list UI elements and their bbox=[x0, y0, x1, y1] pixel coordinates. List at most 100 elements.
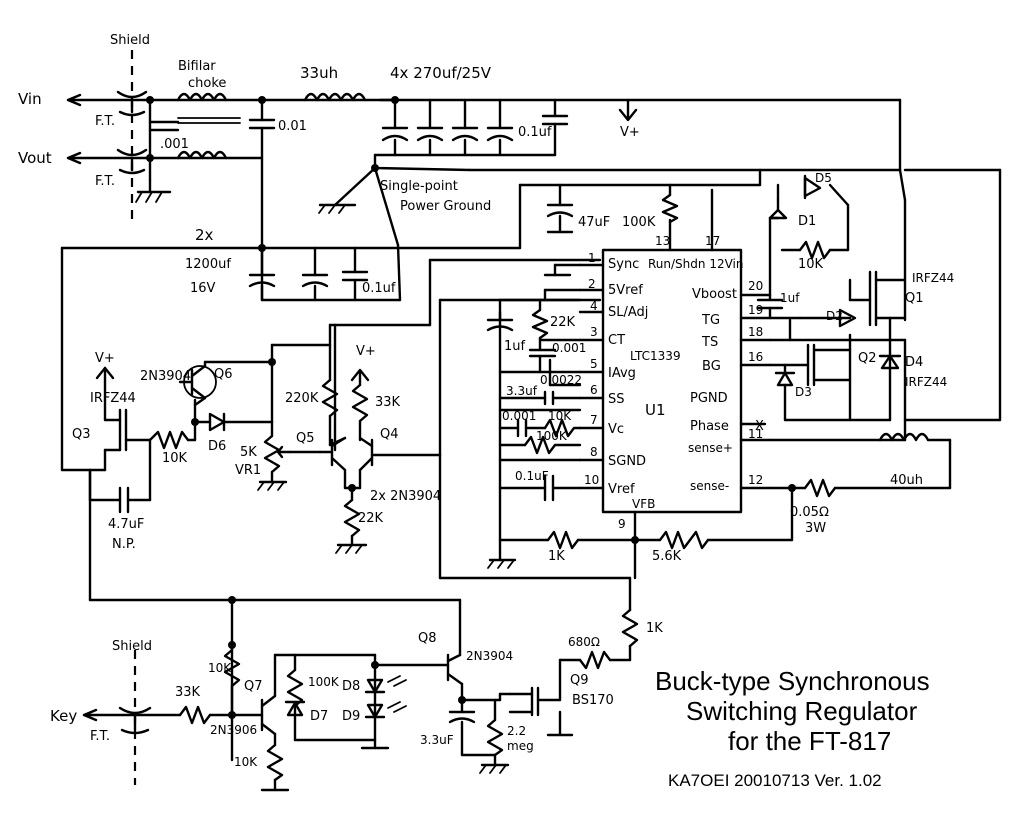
label-16v: 16V bbox=[190, 281, 216, 296]
label-r2.2-meg: meg bbox=[507, 739, 534, 753]
label-r10k-q7e: 10K bbox=[234, 755, 258, 769]
label-r22k-tail: 22K bbox=[358, 511, 384, 526]
label-q1: Q1 bbox=[905, 291, 924, 306]
vr1-potentiometer bbox=[257, 420, 322, 491]
sense-resistor bbox=[768, 478, 952, 498]
label-q8: Q8 bbox=[418, 631, 437, 646]
label-key: Key bbox=[50, 707, 77, 725]
label-r33k-key: 33K bbox=[175, 685, 201, 700]
r22k-tail-resistor bbox=[335, 486, 368, 554]
junction-dot bbox=[391, 96, 399, 104]
label-r33k-q4: 33K bbox=[375, 395, 401, 410]
vplus-arrow-q3 bbox=[95, 366, 115, 380]
label-pin12: 12 bbox=[748, 473, 763, 487]
label-d5: D5 bbox=[815, 171, 832, 185]
label-q6: Q6 bbox=[214, 367, 233, 382]
label-ic-5vref: 5Vref bbox=[608, 283, 643, 298]
label-r5.6k: 5.6K bbox=[652, 549, 682, 564]
label-r100k-vc: 100K bbox=[536, 429, 568, 443]
label-q7: Q7 bbox=[244, 679, 263, 694]
label-ic-sensem: sense- bbox=[690, 479, 729, 493]
label-ic-pgnd: PGND bbox=[690, 391, 728, 406]
label-cap-0.1uf-top: 0.1uf bbox=[518, 125, 552, 140]
label-bifilar: Bifilar bbox=[178, 59, 216, 74]
label-ft3: F.T. bbox=[90, 729, 110, 744]
label-rsense-ohms: 0.05Ω bbox=[790, 505, 829, 520]
ground-symbol bbox=[135, 178, 172, 203]
label-ic-sync: Sync bbox=[608, 257, 639, 272]
label-r100k: 100K bbox=[622, 215, 656, 230]
label-cap-3.3uf: 3.3uf bbox=[506, 384, 538, 398]
label-d6: D6 bbox=[208, 439, 226, 454]
footer-version: KA7OEI 20010713 Ver. 1.02 bbox=[668, 771, 882, 790]
label-cap-3.3uf-key: 3.3uF bbox=[420, 733, 454, 747]
label-r220k: 220K bbox=[285, 391, 319, 406]
label-inductor-40uh: 40uh bbox=[890, 473, 923, 488]
resistor-10k-q3 bbox=[148, 430, 190, 450]
label-ic-part: LTC1339 bbox=[630, 349, 681, 363]
label-ic-run: Run/Shdn 12Vin bbox=[648, 257, 743, 271]
label-caps-270uf: 4x 270uf/25V bbox=[390, 64, 492, 82]
label-pin4: 4 bbox=[590, 299, 598, 313]
label-single-point: Single-point bbox=[380, 179, 458, 194]
junction-dot bbox=[268, 358, 276, 366]
wire bbox=[396, 243, 402, 302]
pin1-ground bbox=[543, 263, 582, 277]
label-ic-iavg: IAvg bbox=[608, 366, 636, 381]
capacitor-47uf bbox=[546, 183, 574, 234]
label-2x: 2x bbox=[195, 226, 214, 244]
label-shield-top: Shield bbox=[110, 33, 150, 48]
label-cap-0.1uf-vref: 0.1uF bbox=[515, 469, 549, 483]
key-timing-network bbox=[448, 698, 510, 774]
label-ic-name: U1 bbox=[645, 401, 666, 419]
label-q4: Q4 bbox=[380, 427, 399, 442]
label-cap-0.1uf-mid: 0.1uf bbox=[362, 281, 396, 296]
label-q5: Q5 bbox=[296, 431, 315, 446]
label-pair-type: 2x 2N3904 bbox=[370, 489, 441, 504]
title-line2: Switching Regulator bbox=[686, 696, 918, 726]
label-pin6: 6 bbox=[590, 383, 598, 397]
label-vin: Vin bbox=[18, 90, 42, 108]
label-vr1: VR1 bbox=[235, 463, 261, 478]
label-pin16: 16 bbox=[748, 350, 763, 364]
label-pin18: 18 bbox=[748, 325, 763, 339]
label-pin13: 13 bbox=[655, 234, 670, 248]
label-d1: D1 bbox=[798, 214, 816, 229]
label-ft1: F.T. bbox=[95, 114, 115, 129]
q6-transistor bbox=[178, 360, 274, 407]
bifilar-choke bbox=[148, 92, 264, 182]
label-ic-sensep: sense+ bbox=[688, 441, 733, 455]
label-ic-ts: TS bbox=[701, 335, 718, 350]
label-ft2: F.T. bbox=[95, 174, 115, 189]
label-r1k-q9: 1K bbox=[646, 621, 663, 636]
r100k-pin13 bbox=[661, 183, 679, 224]
label-d8: D8 bbox=[342, 679, 360, 694]
label-cap-1200uf: 1200uf bbox=[185, 257, 231, 272]
q7-transistor bbox=[223, 648, 377, 792]
label-pin8: 8 bbox=[590, 445, 598, 459]
label-d9: D9 bbox=[342, 709, 360, 724]
label-pin20: 20 bbox=[748, 279, 763, 293]
capacitor-bank-1200uf bbox=[60, 246, 402, 302]
label-pin1: 1 bbox=[588, 251, 596, 265]
label-vplus-top: V+ bbox=[620, 125, 640, 140]
label-irfz44-q1: IRFZ44 bbox=[912, 271, 954, 285]
label-pin9: 9 bbox=[618, 517, 626, 531]
label-q6-type: 2N3904 bbox=[140, 369, 191, 384]
label-cap-001: .001 bbox=[160, 137, 189, 152]
q8-q9-network bbox=[508, 576, 639, 737]
single-point-ground bbox=[318, 153, 472, 247]
d6-diode bbox=[193, 412, 274, 432]
label-ic-tg: TG bbox=[701, 313, 720, 328]
label-d7: D7 bbox=[310, 709, 328, 724]
label-pin19: 19 bbox=[748, 303, 763, 317]
label-rsense-watts: 3W bbox=[805, 521, 826, 536]
q8-transistor bbox=[88, 468, 512, 762]
label-d3: D3 bbox=[795, 385, 812, 399]
label-d4: D4 bbox=[905, 355, 923, 370]
label-ic-phase: Phase bbox=[690, 419, 729, 434]
junction-dot bbox=[788, 484, 796, 492]
label-ic-vfb: VFB bbox=[632, 497, 655, 511]
u1-left-pins bbox=[578, 263, 637, 580]
d7-d8-d9-network bbox=[284, 653, 407, 750]
